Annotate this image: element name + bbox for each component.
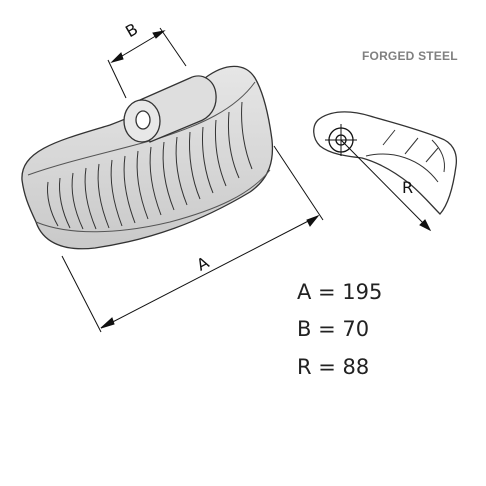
dimension-a-extension-right bbox=[273, 145, 324, 221]
side-view-rib-1 bbox=[382, 129, 396, 146]
dimension-r-arrow bbox=[419, 219, 432, 232]
dimension-b-extension-left bbox=[107, 59, 127, 99]
dimension-r-line bbox=[340, 139, 431, 231]
blade-ribs bbox=[47, 101, 253, 230]
side-view-profile bbox=[313, 111, 458, 215]
dimension-b-arrow-right bbox=[152, 30, 166, 39]
spec-r: R = 88 bbox=[297, 355, 370, 379]
mounting-boss bbox=[123, 75, 217, 143]
dimension-r-label: R bbox=[402, 178, 413, 197]
dimension-r bbox=[340, 139, 432, 232]
side-view-inner-curve bbox=[365, 153, 439, 183]
spec-b: B = 70 bbox=[297, 317, 370, 341]
dimension-a-line bbox=[100, 215, 319, 329]
material-label: FORGED STEEL bbox=[362, 49, 458, 63]
spec-a: A = 195 bbox=[297, 280, 383, 304]
side-view-rib-2 bbox=[404, 137, 419, 155]
dimension-a-arrow-right bbox=[306, 214, 320, 227]
dimension-a-extension-left bbox=[61, 255, 102, 333]
side-view-rib-3 bbox=[425, 147, 439, 163]
dimension-b bbox=[107, 27, 187, 99]
dimension-b-extension-right bbox=[159, 27, 187, 67]
blade-bottom-edge bbox=[35, 169, 271, 233]
side-view bbox=[313, 111, 458, 215]
blade-body bbox=[21, 65, 274, 250]
dimension-a bbox=[61, 145, 324, 333]
hammer-blade bbox=[21, 65, 274, 250]
dimension-b-label: B bbox=[122, 19, 141, 41]
dimension-b-arrow-left bbox=[110, 52, 124, 63]
boss-bore bbox=[135, 110, 151, 130]
side-view-heel bbox=[431, 139, 445, 173]
dimension-a-arrow-left bbox=[100, 317, 115, 329]
dimension-a-label: A bbox=[193, 253, 212, 275]
